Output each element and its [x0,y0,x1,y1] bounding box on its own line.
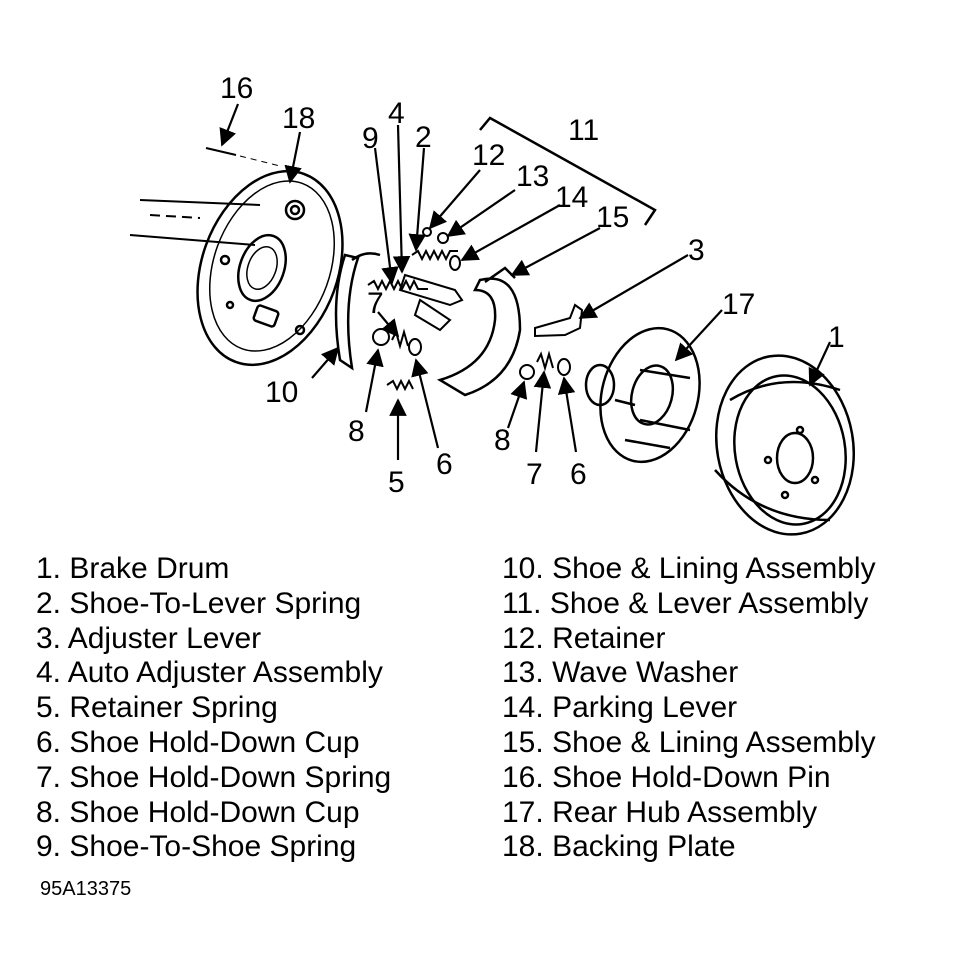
legend-number: 10. [502,552,544,585]
legend-number: 3. [36,621,62,655]
legend-item: 11. Shoe & Lever Assembly [502,587,876,622]
bracket-11 [479,116,657,226]
callout-7a: 7 [367,287,384,320]
legend-number: 5. [36,691,62,725]
legend-text: Retainer Spring [69,691,278,725]
legend-item: 2. Shoe-To-Lever Spring [36,587,391,622]
legend-number: 18. [502,830,544,864]
callout-5: 5 [388,466,405,499]
legend-text: Shoe Hold-Down Pin [552,760,831,794]
brake-exploded-view: 1 2 3 4 5 6 6 7 7 8 8 9 10 11 12 13 14 1… [129,72,856,536]
legend-item: 12. Retainer [502,622,876,657]
callout-17: 17 [722,288,755,321]
legend-text: Shoe Hold-Down Cup [69,795,360,829]
legend-number: 11. [502,586,542,620]
legend-number: 16. [502,760,544,794]
legend-text: Rear Hub Assembly [552,795,818,829]
legend-text: Shoe & Lever Assembly [549,586,869,620]
legend-number: 8. [36,795,62,829]
legend-item: 15. Shoe & Lining Assembly [502,726,876,761]
callout-18: 18 [282,102,315,135]
brake-drum [714,354,856,536]
callout-labels: 1 2 3 4 5 6 6 7 7 8 8 9 10 11 12 13 14 1… [220,72,845,499]
legend-number: 12. [502,621,544,655]
axle-shaft [129,199,261,246]
legend-item: 13. Wave Washer [502,656,876,691]
legend-text: Shoe-To-Lever Spring [69,586,362,620]
callout-3: 3 [688,234,705,267]
callout-10: 10 [265,376,298,409]
legend-number: 15. [502,725,544,759]
legend-text: Shoe Hold-Down Spring [69,760,392,794]
callout-8a: 8 [348,415,365,448]
legend-left: 1. Brake Drum 2. Shoe-To-Lever Spring 3.… [36,552,391,865]
callout-1: 1 [828,321,845,354]
legend-item: 7. Shoe Hold-Down Spring [36,761,391,796]
legend-number: 14. [502,691,544,725]
legend-item: 17. Rear Hub Assembly [502,796,876,831]
legend-item: 14. Parking Lever [502,691,876,726]
legend-number: 6. [36,725,62,759]
rear-hub [584,326,701,464]
callout-6a: 6 [436,448,453,481]
callout-2: 2 [415,121,432,154]
legend-number: 13. [502,656,544,690]
legend-item: 3. Adjuster Lever [36,622,391,657]
legend-text: Backing Plate [552,830,736,864]
legend-item: 6. Shoe Hold-Down Cup [36,726,391,761]
hold-down-parts [372,328,571,380]
legend-number: 2. [36,586,62,620]
legend-item: 10. Shoe & Lining Assembly [502,552,876,587]
legend-item: 1. Brake Drum [36,552,391,587]
legend-item: 4. Auto Adjuster Assembly [36,656,391,691]
springs [367,248,458,392]
callout-12: 12 [472,139,505,172]
legend-text: Auto Adjuster Assembly [67,656,383,690]
legend-text: Parking Lever [552,691,738,725]
legend-number: 1. [36,552,62,585]
callout-11: 11 [568,114,599,147]
figure-id: 95A13375 [40,878,132,900]
legend-text: Brake Drum [69,552,230,585]
callout-8b: 8 [494,424,511,457]
callout-7b: 7 [526,458,543,491]
legend-number: 7. [36,760,62,794]
callout-16: 16 [220,72,253,105]
hold-down-pin [205,147,281,167]
legend-text: Shoe Hold-Down Cup [69,725,360,759]
backing-plate [196,169,344,367]
callout-14: 14 [555,181,588,214]
callout-13: 13 [516,160,549,193]
legend-right: 10. Shoe & Lining Assembly 11. Shoe & Le… [502,552,876,865]
legend-number: 4. [36,656,62,690]
shoe-lining-assembly-15 [436,266,522,397]
callout-15: 15 [596,201,629,234]
legend-item: 8. Shoe Hold-Down Cup [36,796,391,831]
legend-number: 9. [36,830,62,864]
legend-item: 18. Backing Plate [502,830,876,865]
callout-6b: 6 [570,458,587,491]
legend-text: Shoe-To-Shoe Spring [69,830,357,864]
leader-lines [219,103,831,460]
legend-text: Shoe & Lining Assembly [552,725,876,759]
legend-text: Shoe & Lining Assembly [552,552,876,585]
legend-number: 17. [502,795,544,829]
callout-9: 9 [362,122,379,155]
legend-item: 16. Shoe Hold-Down Pin [502,761,876,796]
legend-text: Adjuster Lever [67,621,262,655]
callout-4: 4 [388,97,405,130]
legend-item: 5. Retainer Spring [36,691,391,726]
shoe-lining-assembly-10 [334,252,381,371]
auto-adjuster [398,227,464,332]
legend-text: Retainer [552,621,666,655]
legend-text: Wave Washer [552,656,739,690]
adjuster-lever [534,303,584,338]
legend-item: 9. Shoe-To-Shoe Spring [36,830,391,865]
